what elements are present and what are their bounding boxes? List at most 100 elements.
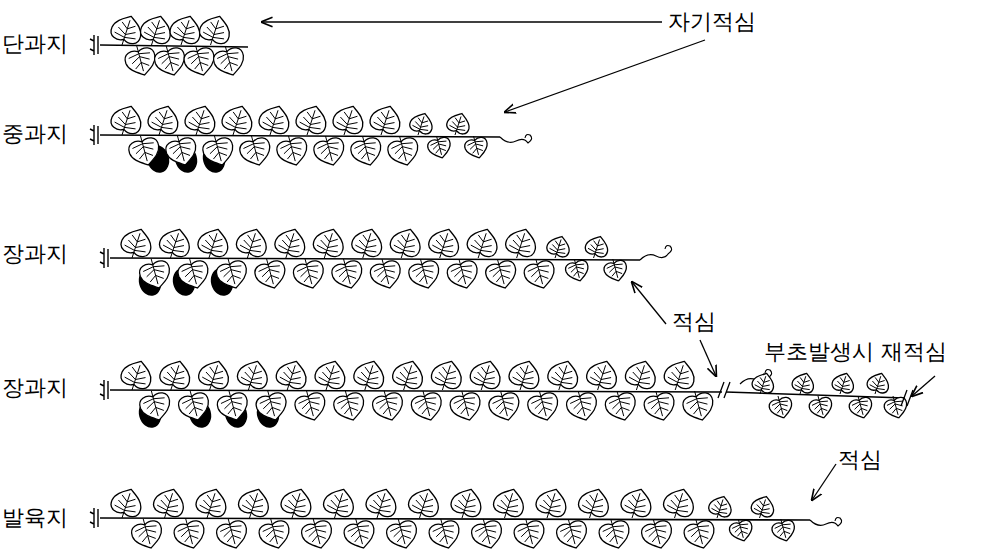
leaf [363, 485, 401, 523]
leaf [405, 485, 443, 523]
leaf [463, 133, 491, 161]
leaf [525, 387, 562, 424]
leaf [639, 515, 676, 552]
leaf [408, 387, 445, 424]
leaf [312, 357, 350, 395]
leaf [233, 225, 271, 263]
leaf [575, 485, 613, 523]
leaf [660, 485, 698, 523]
leaf [502, 225, 540, 263]
leaf [234, 357, 272, 395]
shoot [90, 12, 248, 79]
leaf [490, 485, 528, 523]
leaf [882, 393, 910, 421]
leaf [830, 370, 857, 397]
leaf [253, 387, 290, 424]
leaf [291, 255, 328, 292]
leaf [195, 225, 233, 263]
leaf [171, 515, 208, 552]
leader-arrow [262, 21, 662, 22]
leaf [533, 485, 571, 523]
leaf [563, 256, 591, 284]
cane-base [100, 380, 108, 400]
leaf [544, 357, 582, 395]
leaf [329, 255, 366, 292]
leaf [293, 102, 331, 140]
leaf [622, 357, 660, 395]
leader-arrow [812, 464, 836, 500]
leaf [506, 357, 544, 395]
shoot [90, 102, 532, 176]
leaf [661, 357, 699, 395]
leaf [156, 225, 194, 263]
leaf [428, 357, 466, 395]
leaf [278, 485, 316, 523]
leaf [196, 12, 234, 50]
leaf [521, 255, 558, 292]
leaf [602, 256, 630, 284]
leaf [274, 132, 311, 169]
pinch-mark [901, 390, 913, 406]
shoot [100, 225, 672, 299]
leaf [367, 255, 404, 292]
leaf [750, 370, 777, 397]
leaf [272, 225, 310, 263]
leaf [425, 225, 463, 263]
leaf [341, 515, 378, 552]
leaf [273, 357, 311, 395]
leaf [182, 102, 220, 140]
leaf [122, 42, 159, 79]
leaf [214, 515, 251, 552]
leaf [486, 387, 523, 424]
leaf [444, 110, 472, 138]
leaf [175, 255, 212, 292]
leaf [214, 387, 251, 424]
leaf [602, 387, 639, 424]
leaf [129, 515, 166, 552]
leaf [807, 393, 835, 421]
leaf [426, 515, 463, 552]
leaf [865, 370, 892, 397]
leader-arrow [632, 282, 666, 324]
leaf [544, 233, 572, 261]
leaf [749, 493, 777, 521]
leaf [193, 485, 231, 523]
leaf [583, 357, 621, 395]
leaf [211, 42, 248, 79]
leaf [467, 357, 505, 395]
leader-arrow [505, 40, 705, 112]
shoot-type-label: 단과지 [2, 30, 68, 58]
leaf [406, 255, 443, 292]
leaf [350, 357, 388, 395]
leaf [367, 102, 405, 140]
leaf [237, 132, 274, 169]
leaf [331, 387, 368, 424]
leaf [150, 485, 188, 523]
leaf [384, 515, 421, 552]
leaf [387, 225, 425, 263]
shoot [90, 485, 842, 552]
leaf [447, 387, 484, 424]
leaf [219, 102, 257, 140]
leaf [618, 485, 656, 523]
leaf [483, 255, 520, 292]
leaf [641, 387, 678, 424]
leaf [596, 515, 633, 552]
leaf [163, 132, 200, 169]
pinching-note: 자기적심 [668, 8, 756, 36]
leaf [385, 132, 422, 169]
leaf [118, 225, 156, 263]
cane-base [100, 248, 108, 268]
leaf [370, 387, 407, 424]
leaf [511, 515, 548, 552]
leaf [292, 387, 329, 424]
tendril [640, 245, 672, 260]
leaf [108, 485, 146, 523]
leaf [564, 387, 601, 424]
leaf [464, 225, 502, 263]
pinching-note: 부초발생시 재적심 [764, 338, 947, 366]
leaf [181, 42, 218, 79]
tendril [810, 517, 842, 526]
